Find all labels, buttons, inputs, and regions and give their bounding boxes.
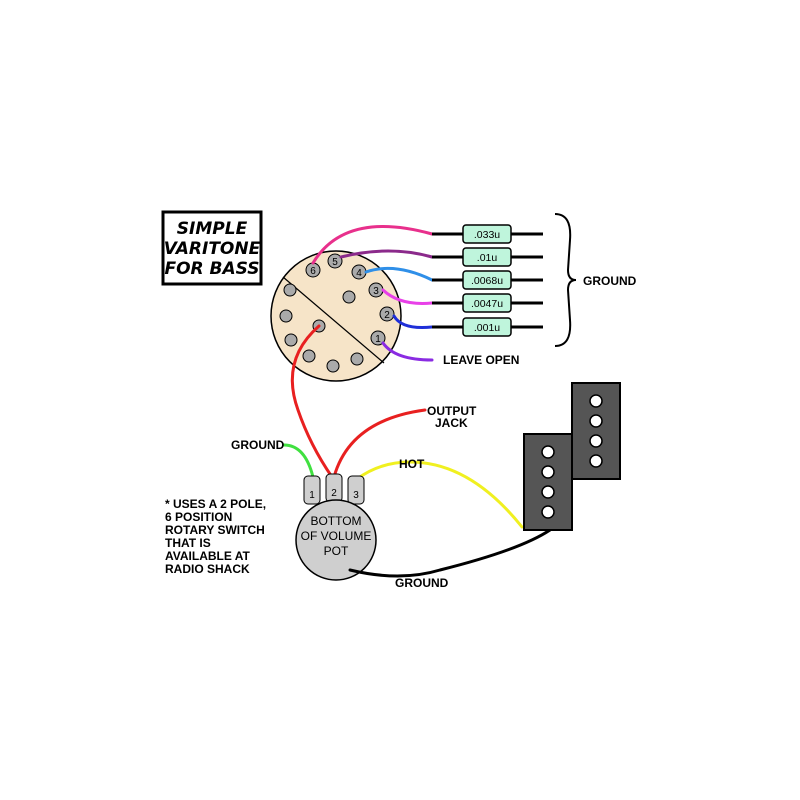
- pot-lug-1: [303, 475, 321, 505]
- capacitor-value: .001u: [474, 322, 500, 334]
- pot-label-3: POT: [324, 544, 349, 558]
- switch-pin-2: [379, 306, 395, 322]
- note-line-1: * USES A 2 POLE,: [165, 497, 266, 511]
- ground-caps-label: GROUND: [583, 274, 637, 288]
- pickup-pole: [589, 414, 603, 428]
- switch-pin-2-label: 2: [384, 310, 390, 321]
- pickup-pole: [541, 485, 555, 499]
- ground-bottom-label: GROUND: [395, 576, 449, 590]
- pot-lug-3-label: 3: [353, 490, 359, 501]
- capacitor: [462, 293, 512, 313]
- capacitor-value: .033u: [474, 229, 500, 241]
- pot-lug-3: [347, 475, 365, 505]
- switch-contact: [279, 309, 293, 323]
- pickup-pole: [541, 445, 555, 459]
- switch-pin-3-label: 3: [373, 286, 379, 297]
- wire-pin6: [311, 225, 434, 265]
- note-line-2: 6 POSITION: [165, 510, 232, 524]
- capacitor: [462, 247, 512, 267]
- hot-label: HOT: [399, 457, 425, 471]
- leave-open-label: LEAVE OPEN: [443, 353, 519, 367]
- switch-divider: [282, 276, 385, 364]
- pickup-pole: [541, 465, 555, 479]
- wire-pin4: [364, 266, 434, 282]
- pot-body: [295, 499, 377, 581]
- switch-note: * USES A 2 POLE, 6 POSITION ROTARY SWITC…: [165, 497, 266, 576]
- switch-pin-1: [370, 330, 386, 346]
- capacitor: [462, 317, 512, 337]
- wire-pin5: [339, 249, 434, 259]
- switch-pin-5: [327, 253, 343, 269]
- volume-pot: 1 2 3 BOTTOM OF VOLUME POT: [295, 473, 377, 581]
- wire-pin2: [392, 314, 434, 329]
- switch-contact: [283, 283, 297, 297]
- wire-ground-bottom: [348, 528, 552, 578]
- note-line-5: AVAILABLE AT: [165, 549, 251, 563]
- switch-pin-5-label: 5: [332, 257, 338, 268]
- switch-pin-6-label: 6: [310, 266, 316, 277]
- title-line-3: FOR BASS: [164, 259, 259, 279]
- capacitor: [462, 270, 512, 290]
- wire-output-jack: [332, 408, 427, 479]
- switch-pin-4-label: 4: [356, 268, 362, 279]
- note-line-6: RADIO SHACK: [165, 562, 250, 576]
- capacitor-group: .033u .01u .0068u .0047u .001u: [432, 224, 543, 337]
- capacitor-value: .01u: [477, 252, 498, 264]
- wire-pin1: [381, 341, 434, 362]
- ground-bracket: [554, 213, 577, 347]
- capacitor-value: .0068u: [471, 275, 503, 287]
- pickup-pole: [589, 454, 603, 468]
- switch-contact: [326, 359, 340, 373]
- switch-contact: [284, 333, 298, 347]
- note-line-4: THAT IS: [165, 536, 211, 550]
- ground-left-label: GROUND: [231, 438, 285, 452]
- pickup-lower: [523, 433, 573, 531]
- title-box: SIMPLE VARITONE FOR BASS: [161, 210, 263, 286]
- wire-switch-to-pot: [290, 324, 334, 479]
- output-jack-label-1: OUTPUT: [427, 404, 477, 418]
- switch-common-contact: [342, 290, 356, 304]
- pot-lug-2-label: 2: [331, 488, 337, 499]
- output-jack-label-2: JACK: [435, 416, 468, 430]
- switch-contact: [350, 352, 364, 366]
- wire-ground-left: [282, 443, 315, 479]
- pickup-upper: [571, 382, 621, 480]
- pot-lug-1-label: 1: [309, 490, 315, 501]
- capacitor-value: .0047u: [471, 298, 503, 310]
- rotary-switch: 6 5 4 3 2 1: [270, 250, 402, 382]
- title-line-1: SIMPLE: [177, 219, 248, 239]
- title-line-2: VARITONE: [164, 239, 261, 259]
- pickup-pole: [589, 394, 603, 408]
- pickup-pole: [589, 434, 603, 448]
- note-line-3: ROTARY SWITCH: [165, 523, 265, 537]
- switch-pin-1-label: 1: [375, 334, 381, 345]
- pot-label-2: OF VOLUME: [301, 529, 372, 543]
- capacitor: [462, 224, 512, 244]
- switch-body: [270, 250, 402, 382]
- wire-pin3: [381, 288, 434, 305]
- pot-label-1: BOTTOM: [310, 514, 361, 528]
- wire-hot: [355, 460, 524, 529]
- pickup-pole: [541, 505, 555, 519]
- switch-contact: [302, 349, 316, 363]
